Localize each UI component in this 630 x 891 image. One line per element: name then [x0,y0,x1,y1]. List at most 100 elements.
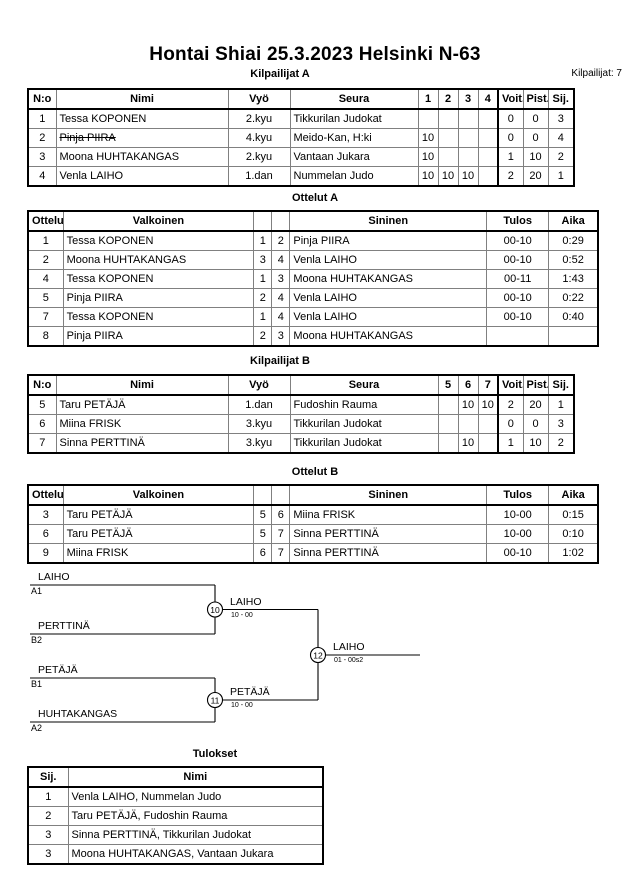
col-result: Tulos [486,210,550,232]
col-no: N:o [27,88,57,110]
col-name: Nimi [67,766,324,788]
cell-m4 [477,166,499,187]
col-m3: 3 [457,88,479,110]
cell-blue-no: 6 [271,504,291,525]
cell-m1 [417,108,439,129]
table-row: 3 Moona HUHTAKANGAS 2.kyu Vantaan Jukara… [27,147,575,167]
bracket-semifinal-score-1: 10 - 00 [231,702,253,709]
cell-name: Sinna PERTTINÄ [55,433,229,454]
cell-white: Pinja PIIRA [62,288,255,308]
col-blue-no [271,484,291,506]
cell-rank: 1 [547,166,575,187]
cell-blue: Moona HUHTAKANGAS [289,269,488,289]
cell-name: Miina FRISK [55,414,229,434]
cell-name: Taru PETÄJÄ, Fudoshin Rauma [67,806,324,826]
bracket-final-winner: LAIHO [333,641,365,653]
col-m1: 1 [417,88,439,110]
bracket-entry-name-0: LAIHO [38,571,70,583]
cell-belt: 4.kyu [227,128,291,148]
cell-time: 0:15 [548,504,599,525]
page-title: Hontai Shiai 25.3.2023 Helsinki N-63 [149,44,481,65]
bracket-match-node-11 [206,691,224,709]
cell-club: Vantaan Jukara [289,147,419,167]
cell-belt: 1.dan [227,394,291,415]
table-row: 5 Pinja PIIRA 2 4 Venla LAIHO 00-10 0:22 [27,288,599,308]
col-m6: 6 [457,374,479,396]
bracket-entry-name-2: PETÄJÄ [38,664,78,676]
cell-m5 [437,414,459,434]
section-caption-results: Tulokset [192,748,238,760]
matches-b-body: 3 Taru PETÄJÄ 5 6 Miina FRISK 10-00 0:15… [27,504,599,564]
matches-b-table: Ottelu Valkoinen Sininen Tulos Aika 3 Ta… [27,484,599,564]
table-row: 8 Pinja PIIRA 2 3 Moona HUHTAKANGAS [27,326,599,347]
cell-belt: 3.kyu [227,433,291,454]
cell-m4 [477,108,499,129]
cell-wins: 0 [497,128,524,148]
cell-white: Tessa KOPONEN [62,307,255,327]
pool-a-body: 1 Tessa KOPONEN 2.kyu Tikkurilan Judokat… [27,108,575,187]
cell-rank: 1 [547,394,575,415]
cell-blue-no: 7 [271,543,291,564]
cell-result: 00-11 [486,269,550,289]
cell-white-no: 5 [253,504,273,525]
cell-blue: Venla LAIHO [289,307,488,327]
cell-white: Tessa KOPONEN [62,269,255,289]
cell-wins: 1 [497,433,524,454]
col-name: Nimi [55,374,229,396]
cell-match-no: 3 [27,504,64,525]
cell-no: 7 [27,433,57,454]
cell-white: Miina FRISK [62,543,255,564]
entrants-count-label: Kilpailijat: 7 [571,68,622,79]
table-row: 6 Miina FRISK 3.kyu Tikkurilan Judokat 0… [27,414,575,434]
table-row: 2 Taru PETÄJÄ, Fudoshin Rauma [27,806,324,826]
cell-white-no: 5 [253,524,273,544]
table-header-row: N:o Nimi Vyö Seura 5 6 7 Voit. Pist. Sij… [27,374,575,396]
col-blue-no [271,210,291,232]
cell-m3 [457,147,479,167]
col-white-no [253,484,273,506]
cell-rank: 2 [547,147,575,167]
cell-white: Taru PETÄJÄ [62,524,255,544]
matches-a-table: Ottelu Valkoinen Sininen Tulos Aika 1 Te… [27,210,599,347]
cell-m1: 10 [417,147,439,167]
col-white: Valkoinen [62,210,255,232]
section-caption-matches-b: Ottelut B [291,466,339,478]
cell-belt: 3.kyu [227,414,291,434]
cell-wins: 2 [497,394,524,415]
table-header-row: Sij. Nimi [27,766,324,788]
cell-m5 [437,394,459,415]
col-blue: Sininen [289,484,488,506]
elimination-bracket: LAIHO A1 PERTTINÄ B2 10 LAIHO 10 - 00 PE… [0,560,630,740]
section-caption-matches-a: Ottelut A [291,192,339,204]
table-row: 7 Tessa KOPONEN 1 4 Venla LAIHO 00-10 0:… [27,307,599,327]
bracket-match-number-1: 11 [211,696,220,706]
col-rank: Sij. [27,766,69,788]
cell-rank: 3 [547,414,575,434]
cell-wins: 0 [497,108,524,129]
table-row: 4 Tessa KOPONEN 1 3 Moona HUHTAKANGAS 00… [27,269,599,289]
cell-result: 10-00 [486,524,550,544]
cell-points: 0 [522,414,549,434]
cell-m3 [457,128,479,148]
col-rank: Sij. [547,374,575,396]
cell-name: Moona HUHTAKANGAS [55,147,229,167]
section-caption-pool-a: Kilpailijat A [250,68,310,80]
cell-m2 [437,128,459,148]
cell-white: Moona HUHTAKANGAS [62,250,255,270]
cell-time: 1:02 [548,543,599,564]
col-time: Aika [548,484,599,506]
cell-name: Venla LAIHO, Nummelan Judo [67,786,324,807]
table-row: 6 Taru PETÄJÄ 5 7 Sinna PERTTINÄ 10-00 0… [27,524,599,544]
cell-blue-no: 4 [271,288,291,308]
cell-m1: 10 [417,166,439,187]
cell-m3 [457,108,479,129]
table-header-row: N:o Nimi Vyö Seura 1 2 3 4 Voit. Pist. S… [27,88,575,110]
section-caption-pool-b: Kilpailijat B [250,355,310,367]
cell-rank: 3 [27,844,69,865]
cell-rank: 3 [547,108,575,129]
table-row: 1 Venla LAIHO, Nummelan Judo [27,786,324,807]
pool-a-table: N:o Nimi Vyö Seura 1 2 3 4 Voit. Pist. S… [27,88,575,187]
pool-b-table: N:o Nimi Vyö Seura 5 6 7 Voit. Pist. Sij… [27,374,575,454]
col-match-no: Ottelu [27,484,64,506]
bracket-match-number-0: 10 [210,605,220,615]
